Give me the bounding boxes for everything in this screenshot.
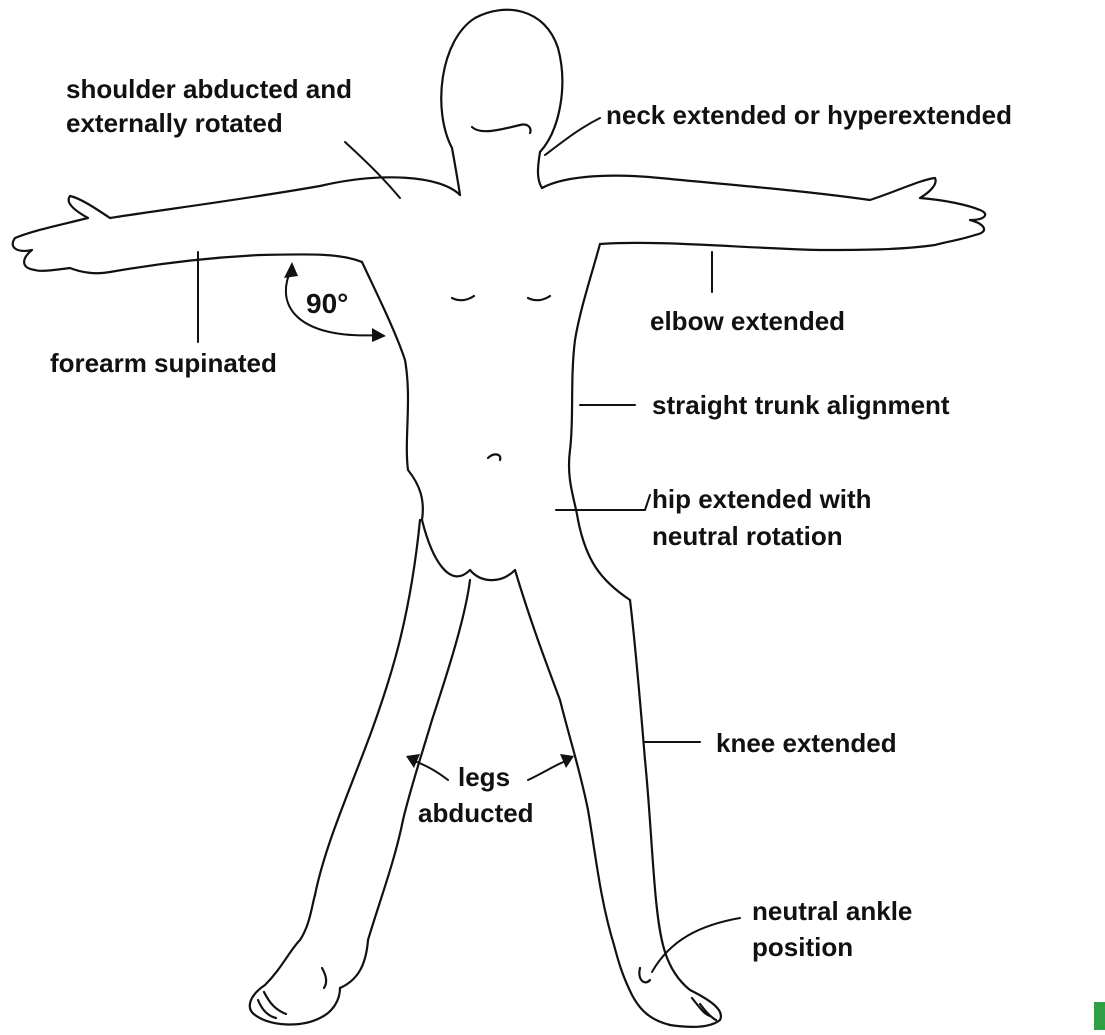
ankle-mark-right	[639, 968, 650, 982]
legs-leader-right	[528, 760, 568, 780]
chest-mark-left	[452, 296, 474, 300]
corner-logo-shape	[1094, 1002, 1105, 1030]
label-legs-line1: legs	[458, 762, 510, 792]
right-inner-leg	[515, 570, 560, 700]
ankle-leader	[652, 918, 740, 972]
legs-arrow-right	[560, 754, 574, 768]
label-ankle-line1: neutral ankle	[752, 896, 912, 926]
label-knee: knee extended	[716, 728, 897, 758]
chest-mark-right	[528, 296, 550, 300]
label-hip-line2: neutral rotation	[652, 521, 843, 551]
right-arm-upper	[542, 176, 985, 250]
left-inner-leg	[315, 520, 420, 895]
label-forearm: forearm supinated	[50, 348, 277, 378]
angle-arrow-top	[284, 262, 298, 278]
label-trunk: straight trunk alignment	[652, 390, 950, 420]
label-angle: 90°	[306, 288, 348, 319]
label-legs-line2: abducted	[418, 798, 534, 828]
ankle-mark-left	[322, 968, 326, 988]
left-toes	[258, 992, 286, 1018]
neck-left	[452, 148, 460, 195]
label-shoulder-line2: externally rotated	[66, 108, 283, 138]
body-figure	[13, 10, 985, 1027]
chin-line	[472, 125, 531, 133]
left-torso	[362, 262, 470, 576]
navel	[488, 454, 500, 460]
label-ankle-line2: position	[752, 932, 853, 962]
left-foot	[250, 895, 340, 1024]
crotch-line	[470, 570, 515, 580]
shoulder-leader	[345, 142, 400, 198]
angle-arrow-bottom	[372, 328, 386, 342]
corner-logo	[1094, 1002, 1105, 1030]
right-toes	[692, 998, 716, 1020]
right-torso	[569, 244, 630, 600]
right-leg	[630, 600, 721, 1027]
neck-right	[538, 152, 542, 188]
label-elbow: elbow extended	[650, 306, 845, 336]
hip-leader	[556, 495, 650, 510]
labels: shoulder abducted and externally rotated…	[50, 74, 1012, 962]
left-leg	[340, 580, 470, 988]
head-outline	[441, 10, 562, 152]
label-hip-line1: hip extended with	[652, 484, 872, 514]
left-arm-upper	[13, 177, 460, 273]
label-shoulder-line1: shoulder abducted and	[66, 74, 352, 104]
label-neck: neck extended or hyperextended	[606, 100, 1012, 130]
neck-leader	[545, 118, 600, 155]
